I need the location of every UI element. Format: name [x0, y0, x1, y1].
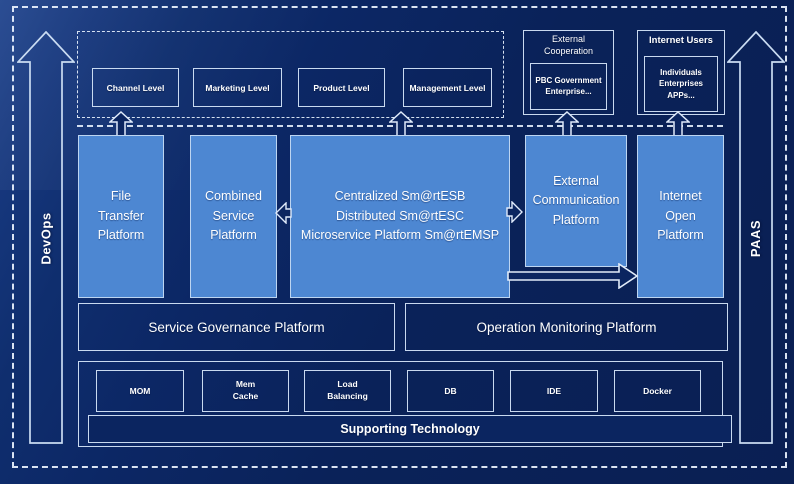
- platform-combined-service: Combined Service Platform: [190, 135, 277, 298]
- chevron-left-arrow: [275, 202, 292, 224]
- flow-arrow-central-to-internet-open: [507, 263, 639, 289]
- paas-label: PAAS: [748, 219, 764, 257]
- central-line-1: Centralized Sm@rtESB: [334, 189, 466, 204]
- internet-users-members: Individuals Enterprises APPs...: [658, 68, 704, 100]
- supporting-technology-label: Supporting Technology: [340, 422, 480, 436]
- level-box-management: Management Level: [403, 68, 492, 107]
- level-label: Product Level: [313, 82, 370, 93]
- platform-label: Combined Service Platform: [205, 189, 262, 243]
- outer-dashed-frame: [12, 6, 787, 468]
- up-arrow-external-cooperation: [555, 111, 579, 138]
- central-line-3: Microservice Platform Sm@rtEMSP: [300, 228, 500, 243]
- platform-label: File Transfer Platform: [97, 189, 145, 243]
- platform-external-communication: External Communication Platform: [525, 135, 627, 267]
- tech-label: Load Balancing: [327, 379, 368, 401]
- platform-label: External Communication Platform: [532, 173, 620, 227]
- tech-box-mom: MOM: [96, 370, 184, 412]
- devops-rail: DevOps: [17, 31, 75, 445]
- external-cooperation-members-box: PBC Government Enterprise...: [530, 63, 607, 110]
- platform-internet-open: Internet Open Platform: [637, 135, 724, 298]
- up-arrow-internet-users: [666, 111, 690, 138]
- tech-label: MOM: [129, 386, 151, 396]
- level-label: Management Level: [409, 82, 486, 93]
- supporting-technology-container: [78, 361, 723, 447]
- up-arrow-file-transfer: [109, 111, 133, 138]
- tech-label: Docker: [643, 386, 672, 396]
- platform-central-esb: Centralized Sm@rtESB Distributed Sm@rtES…: [290, 135, 510, 298]
- service-governance-platform-box: Service Governance Platform: [78, 303, 395, 351]
- central-line-2: Distributed Sm@rtESC: [335, 208, 464, 223]
- internet-users-title: Internet Users: [649, 35, 713, 46]
- tech-label: Mem Cache: [232, 379, 259, 401]
- external-cooperation-members: PBC Government Enterprise...: [535, 75, 602, 96]
- external-cooperation-title: External Cooperation: [543, 34, 594, 56]
- paas-rail: PAAS: [727, 31, 785, 445]
- supporting-technology-bar: Supporting Technology: [88, 415, 732, 443]
- service-governance-label: Service Governance Platform: [148, 319, 325, 335]
- platform-label: Internet Open Platform: [657, 189, 704, 243]
- tech-box-docker: Docker: [614, 370, 701, 412]
- tech-box-db: DB: [407, 370, 494, 412]
- paas-arrow: [727, 31, 785, 445]
- platform-file-transfer: File Transfer Platform: [78, 135, 164, 298]
- tech-label: DB: [444, 386, 457, 396]
- devops-label: DevOps: [38, 211, 54, 265]
- chevron-right-arrow: [506, 201, 523, 223]
- tech-box-ide: IDE: [510, 370, 598, 412]
- up-arrow-central: [389, 111, 413, 138]
- level-box-channel: Channel Level: [92, 68, 179, 107]
- tech-label: IDE: [546, 386, 562, 396]
- level-label: Marketing Level: [205, 82, 270, 93]
- levels-panel: [77, 31, 504, 118]
- level-label: Channel Level: [106, 82, 165, 93]
- level-box-marketing: Marketing Level: [193, 68, 282, 107]
- internet-users-members-box: Individuals Enterprises APPs...: [644, 56, 718, 112]
- operation-monitoring-label: Operation Monitoring Platform: [476, 319, 657, 335]
- devops-arrow: [17, 31, 75, 445]
- tech-box-load-balancing: Load Balancing: [304, 370, 391, 412]
- tech-box-mem-cache: Mem Cache: [202, 370, 289, 412]
- operation-monitoring-platform-box: Operation Monitoring Platform: [405, 303, 728, 351]
- level-box-product: Product Level: [298, 68, 385, 107]
